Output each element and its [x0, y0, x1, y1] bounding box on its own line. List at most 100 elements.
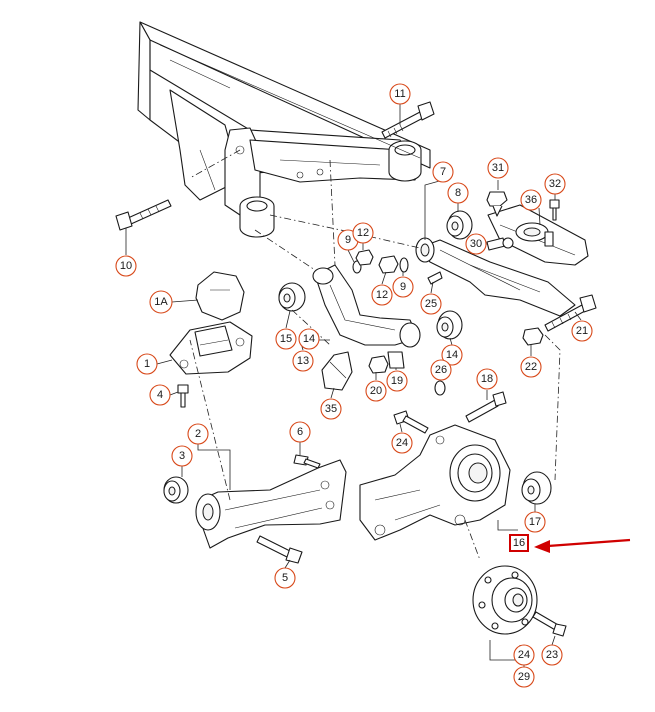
callout-35[interactable]: 35	[320, 398, 342, 420]
bushing-17	[521, 471, 552, 505]
bolt-10	[115, 199, 172, 231]
leader-lines	[125, 104, 582, 668]
wheel-hub-29	[472, 565, 538, 635]
callout-18-label: 18	[481, 373, 493, 385]
callout-30[interactable]: 30	[465, 233, 487, 255]
callout-25-label: 25	[425, 298, 437, 310]
callout-1[interactable]: 1	[136, 353, 158, 375]
bolt-21	[544, 294, 597, 332]
washer-9-lower	[399, 257, 409, 273]
bolt-6	[293, 454, 321, 469]
assembly-centerlines	[189, 149, 561, 561]
bolt-30	[486, 237, 514, 251]
callout-8-label: 8	[455, 187, 461, 199]
bolt-11	[381, 101, 435, 139]
callout-17[interactable]: 17	[524, 511, 546, 533]
callout-10[interactable]: 10	[115, 255, 137, 277]
nut-12-lower	[378, 255, 399, 274]
nut-20	[368, 355, 389, 374]
callout-15-label: 15	[280, 333, 292, 345]
callout-3-label: 3	[179, 450, 185, 462]
trailing-arm-2	[195, 459, 347, 549]
callout-12-lower-label: 12	[376, 289, 388, 301]
callout-13[interactable]: 13	[292, 350, 314, 372]
callout-31-label: 31	[492, 162, 504, 174]
callout-22[interactable]: 22	[520, 356, 542, 378]
callout-11[interactable]: 11	[389, 83, 411, 105]
bolt-24-upper	[393, 410, 429, 434]
callout-3[interactable]: 3	[171, 445, 193, 467]
bracket-35	[321, 351, 353, 391]
callout-5[interactable]: 5	[274, 567, 296, 589]
callout-24-upper[interactable]: 24	[391, 432, 413, 454]
nut-22	[522, 327, 544, 346]
callout-2[interactable]: 2	[187, 423, 209, 445]
callout-25[interactable]: 25	[420, 293, 442, 315]
callout-24-lower[interactable]: 24	[513, 644, 535, 666]
callout-24-upper-label: 24	[396, 437, 408, 449]
wheel-bearing-housing	[359, 424, 511, 541]
callout-36[interactable]: 36	[520, 189, 542, 211]
callout-1-label: 1	[144, 358, 150, 370]
callout-9-lower[interactable]: 9	[392, 276, 414, 298]
mount-bracket-1	[169, 321, 253, 375]
bolt-4	[177, 384, 189, 408]
callout-12-upper[interactable]: 12	[352, 222, 374, 244]
callout-31[interactable]: 31	[487, 157, 509, 179]
callout-1A[interactable]: 1A	[149, 290, 173, 314]
callout-4-label: 4	[157, 389, 163, 401]
callout-14-right[interactable]: 14	[441, 344, 463, 366]
upper-control-arm	[415, 210, 576, 317]
nut-31	[486, 191, 508, 217]
callout-15[interactable]: 15	[275, 328, 297, 350]
callout-10-label: 10	[120, 260, 132, 272]
clip-19	[387, 351, 405, 369]
callout-32[interactable]: 32	[544, 173, 566, 195]
highlighted-callout-16-label: 16	[513, 537, 525, 549]
callout-4[interactable]: 4	[149, 384, 171, 406]
callout-6[interactable]: 6	[289, 421, 311, 443]
callout-29-label: 29	[518, 671, 530, 683]
callout-14-left-label: 14	[303, 333, 315, 345]
highlighted-callout-16[interactable]: 16	[509, 534, 529, 552]
callout-19[interactable]: 19	[386, 370, 408, 392]
callout-26[interactable]: 26	[430, 359, 452, 381]
callout-36-label: 36	[525, 194, 537, 206]
callout-23-label: 23	[546, 649, 558, 661]
callout-20-label: 20	[370, 385, 382, 397]
bolt-18	[465, 391, 507, 423]
callout-18[interactable]: 18	[476, 368, 498, 390]
callout-21[interactable]: 21	[571, 320, 593, 342]
callout-26-label: 26	[435, 364, 447, 376]
callout-30-label: 30	[470, 238, 482, 250]
bolt-25	[427, 271, 443, 285]
callout-14-left[interactable]: 14	[298, 328, 320, 350]
lower-link-13	[278, 264, 463, 348]
bolt-32	[549, 199, 560, 221]
callout-32-label: 32	[549, 178, 561, 190]
highlight-arrow-icon	[534, 538, 631, 553]
callout-7[interactable]: 7	[432, 161, 454, 183]
nut-12-upper	[355, 249, 374, 266]
callout-8[interactable]: 8	[447, 182, 469, 204]
callout-1A-label: 1A	[154, 296, 168, 308]
callouts: 11 7 8 31 32 36 30 10 9 12 12 9 25 21 1A…	[115, 83, 593, 688]
callout-20[interactable]: 20	[365, 380, 387, 402]
callout-29[interactable]: 29	[513, 666, 535, 688]
washer-26	[434, 380, 446, 396]
bolt-5	[256, 535, 303, 564]
callout-24-lower-label: 24	[518, 649, 530, 661]
callout-9-lower-label: 9	[400, 281, 406, 293]
callout-6-label: 6	[297, 426, 303, 438]
callout-22-label: 22	[525, 361, 537, 373]
callout-14-right-label: 14	[446, 349, 458, 361]
callout-12-lower[interactable]: 12	[371, 284, 393, 306]
callout-7-label: 7	[440, 166, 446, 178]
callout-9-upper-label: 9	[345, 234, 351, 246]
rear-subframe	[137, 21, 431, 238]
callout-19-label: 19	[391, 375, 403, 387]
callout-17-label: 17	[529, 516, 541, 528]
callout-23[interactable]: 23	[541, 644, 563, 666]
callout-12-upper-label: 12	[357, 227, 369, 239]
